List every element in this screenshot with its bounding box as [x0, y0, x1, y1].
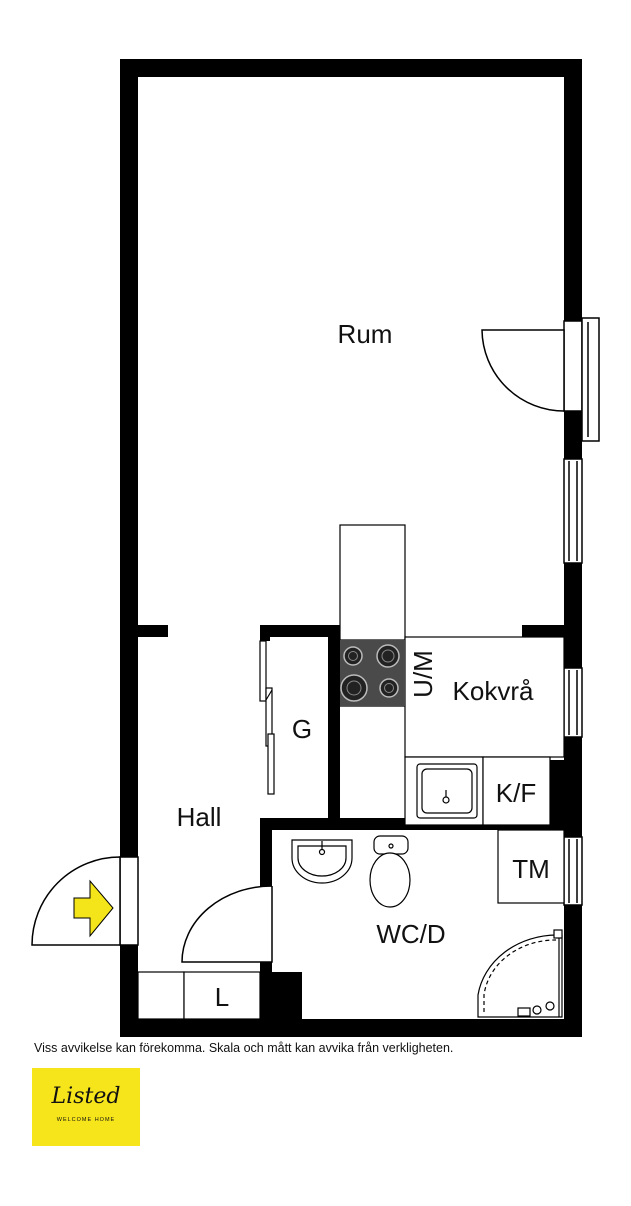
- shaft: [272, 972, 302, 1037]
- room-label-wcd: WC/D: [376, 919, 445, 949]
- shower-icon: [477, 929, 563, 1018]
- floor-plan: Rum Kokvrå U/M G K/F Hall TM WC/D L: [31, 59, 600, 1037]
- toilet-icon: [369, 835, 411, 908]
- balcony-door: [481, 317, 600, 442]
- kitchen-counter-upper: [339, 524, 406, 641]
- washing-machine: [497, 829, 565, 904]
- room-label-hall: Hall: [177, 802, 222, 832]
- window-3: [563, 836, 583, 906]
- wall-right-1: [564, 59, 582, 321]
- storage-l: [137, 971, 261, 1020]
- listed-logo: Listed WELCOME HOME: [32, 1068, 140, 1146]
- disclaimer-text: Viss avvikelse kan förekomma. Skala och …: [34, 1041, 454, 1055]
- entrance-arrow-icon: [73, 879, 114, 938]
- washbasin-icon: [291, 839, 353, 884]
- wall-top: [120, 59, 582, 77]
- label-g: G: [292, 714, 312, 744]
- window-1: [563, 458, 583, 564]
- label-kf: K/F: [496, 778, 536, 808]
- label-tm: TM: [512, 854, 550, 884]
- wardrobe-wall-top: [260, 625, 340, 637]
- bath-wall-left-lower: [260, 962, 272, 1037]
- wall-right-3: [564, 563, 582, 668]
- label-um: U/M: [408, 650, 438, 698]
- wall-stub-right: [522, 625, 564, 637]
- bathroom-door: [181, 885, 273, 963]
- room-label-kokvra: Kokvrå: [453, 676, 534, 706]
- wardrobe-sliding-doors: [259, 640, 275, 795]
- wardrobe-wall-right: [328, 625, 340, 830]
- room-label-rum: Rum: [338, 319, 393, 349]
- wardrobe-wall-jamb: [260, 625, 270, 641]
- logo-tagline: WELCOME HOME: [56, 1117, 116, 1123]
- wall-right-5: [564, 905, 582, 1037]
- wall-right-2: [564, 411, 582, 459]
- bathroom-fixtures: [291, 829, 565, 1018]
- label-l: L: [215, 982, 229, 1012]
- kitchen-counter-right: [404, 636, 565, 758]
- logo-script-text: Listed: [51, 1084, 121, 1109]
- windows: [563, 458, 583, 906]
- wall-stub-left: [138, 625, 168, 637]
- wall-left-lower: [120, 945, 138, 1037]
- bath-wall-left-upper: [260, 818, 272, 886]
- kitchen: [339, 524, 565, 826]
- kitchen-wall-block: [550, 760, 582, 830]
- fridge-freezer: [482, 756, 551, 826]
- window-2: [563, 667, 583, 738]
- wall-left-upper: [120, 59, 138, 857]
- stove-icon: [340, 640, 405, 706]
- wall-bottom: [120, 1019, 582, 1037]
